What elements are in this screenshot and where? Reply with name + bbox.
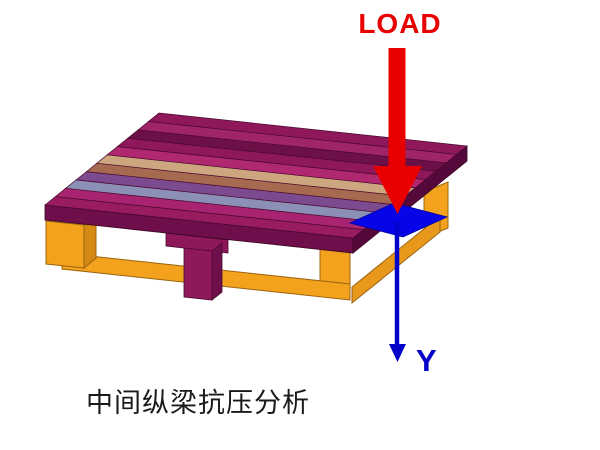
caption: 中间纵梁抗压分析 [86,388,310,418]
pallet-deck [44,112,468,254]
center-beam-stem-side [211,242,223,301]
y-axis-label: Y [416,343,437,378]
deck-plank [147,112,468,155]
y-axis-arrow [389,222,406,362]
load-arrow [373,48,422,214]
load-contact-patch [348,202,449,238]
pallet-left-leg [45,220,85,269]
y-axis-arrowhead-icon [389,344,406,362]
load-arrowhead-icon [373,166,422,214]
load-label: LOAD [358,8,441,39]
center-beam-stem [183,247,213,301]
load-arrow-shaft [388,48,406,170]
